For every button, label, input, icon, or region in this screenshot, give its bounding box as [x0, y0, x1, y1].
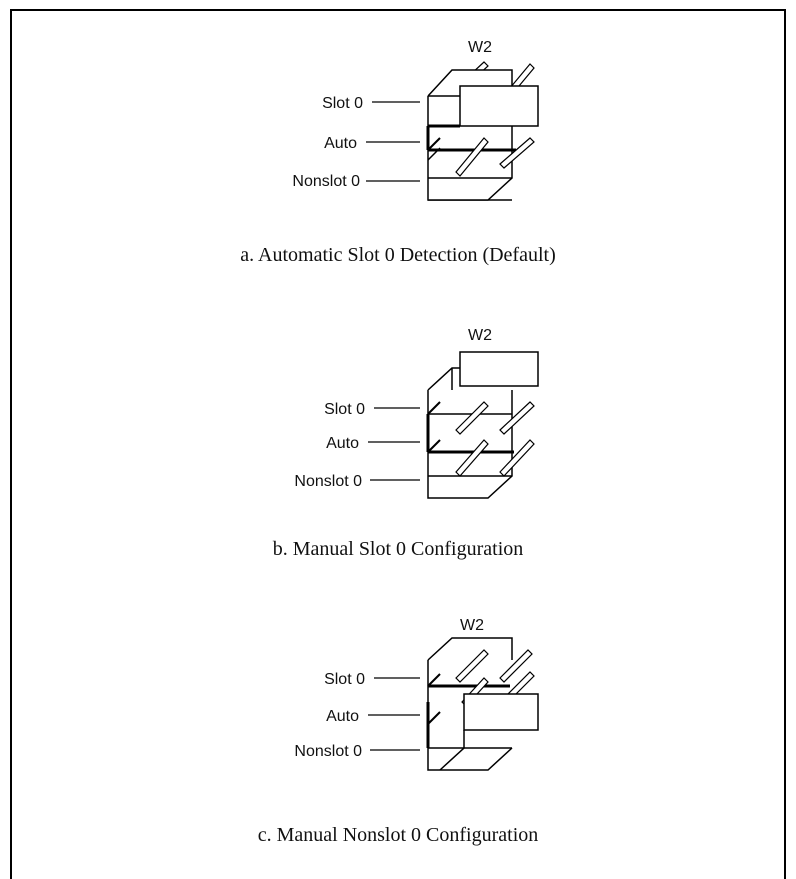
jumper-diagram-c: W2 Slot 0 Auto Nonslot 0	[294, 617, 539, 771]
header-body	[427, 367, 513, 499]
pins-bottom-row	[455, 137, 535, 177]
label-auto: Auto	[324, 135, 357, 152]
jumper-diagram-a: W2	[292, 39, 539, 201]
label-slot0: Slot 0	[324, 671, 365, 688]
label-auto: Auto	[326, 435, 359, 452]
caption-c: c. Manual Nonslot 0 Configuration	[257, 824, 539, 846]
header-w2: W2	[468, 327, 492, 344]
header-w2: W2	[460, 617, 484, 634]
label-slot0: Slot 0	[324, 401, 365, 418]
label-nonslot0: Nonslot 0	[294, 473, 362, 490]
caption-a: a. Automatic Slot 0 Detection (Default)	[240, 244, 556, 266]
panel-b: W2 Slot 0 Auto Nonslot 0	[0, 290, 796, 580]
caption-b: b. Manual Slot 0 Configuration	[272, 538, 524, 560]
label-slot0: Slot 0	[322, 95, 363, 112]
panel-c: W2 Slot 0 Auto Nonslot 0	[0, 580, 796, 870]
jumper-shunt	[439, 693, 539, 771]
header-w2: W2	[468, 39, 492, 56]
jumper-diagram-b: W2 Slot 0 Auto Nonslot 0	[294, 327, 539, 499]
pins	[455, 401, 535, 477]
pins-top-row	[455, 649, 533, 683]
leader-lines	[366, 101, 420, 182]
leader-lines	[368, 407, 420, 481]
label-nonslot0: Nonslot 0	[292, 173, 360, 190]
jumper-shunt-parked	[459, 351, 539, 387]
jumper-shunt	[426, 85, 539, 150]
label-nonslot0: Nonslot 0	[294, 743, 362, 760]
leader-lines	[368, 677, 420, 751]
panel-a: W2	[0, 0, 796, 290]
figure-frame	[10, 9, 786, 879]
label-auto: Auto	[326, 708, 359, 725]
